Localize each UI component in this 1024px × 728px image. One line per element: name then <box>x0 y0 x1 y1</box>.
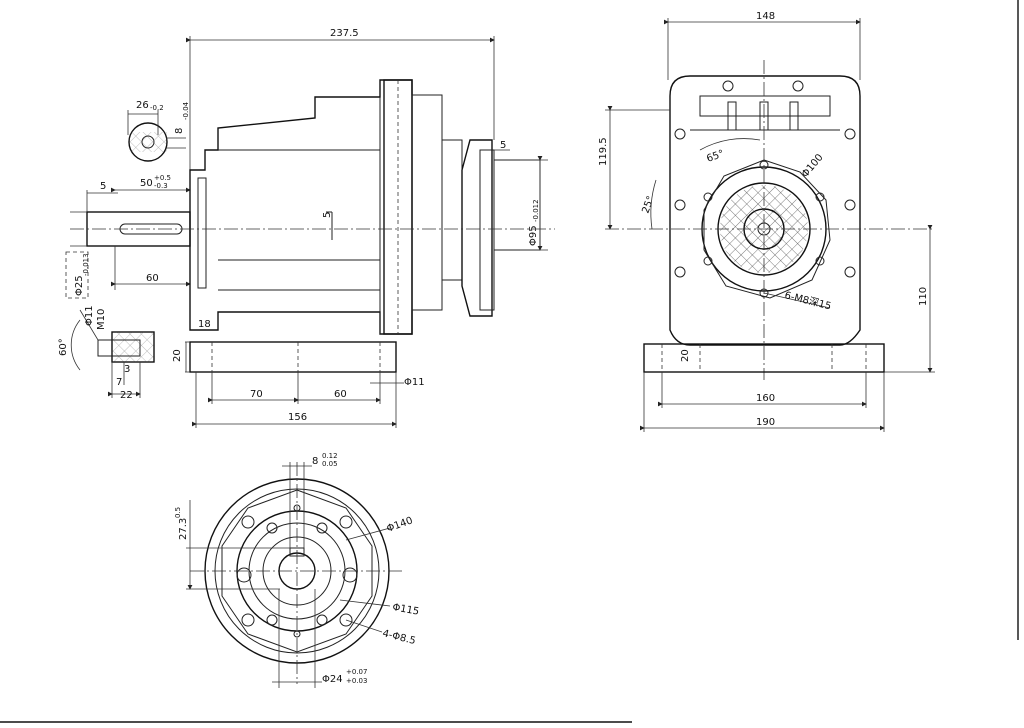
dim-key-width: 26 <box>136 100 149 111</box>
svg-text:+0.5: +0.5 <box>154 174 171 182</box>
dim-flange-key-width: 8 <box>312 456 318 467</box>
dim-shaft-length: 60 <box>146 273 159 284</box>
dim-bolt-holes: 6-M8深15 <box>783 289 832 312</box>
svg-text:+0.07: +0.07 <box>346 668 367 676</box>
dim-foot-spacing-b: 60 <box>334 389 347 400</box>
dim-center-offset: 5 <box>322 212 333 218</box>
svg-text:0.5: 0.5 <box>174 507 182 518</box>
dim-base-length: 156 <box>288 412 307 423</box>
dim-front-height: 119.5 <box>598 137 609 166</box>
svg-text:-0.04: -0.04 <box>182 101 190 120</box>
dim-thread-depth-b: 7 <box>116 377 122 388</box>
dim-thread-depth-c: 22 <box>120 390 133 401</box>
dim-thread-depth-a: 3 <box>124 364 130 375</box>
svg-text:-0.2: -0.2 <box>150 104 164 112</box>
front-view: 148 119.5 110 65° <box>598 11 935 432</box>
svg-text:-0.3: -0.3 <box>154 182 168 190</box>
dim-center-height: 110 <box>918 287 929 306</box>
dim-thread-angle: 60° <box>58 338 69 356</box>
dim-key-depth: 8 <box>174 128 185 134</box>
svg-text:-0.012: -0.012 <box>532 199 540 222</box>
side-view: 237.5 5 50 +0.5 -0.3 60 Φ25 -0.013 <box>65 28 555 428</box>
dim-flange-holes: 4-Φ8.5 <box>381 628 416 647</box>
dim-foot-hole: Φ11 <box>404 377 425 388</box>
dim-key-length: 50 <box>140 178 153 189</box>
dim-step: 18 <box>198 319 211 330</box>
dim-key-offset: 5 <box>100 181 106 192</box>
svg-text:0.12: 0.12 <box>322 452 338 460</box>
dim-inner-pcd: Φ115 <box>391 602 419 618</box>
dim-angle-65: 65° <box>705 148 725 164</box>
dim-flange-key-height: 27.3 <box>178 518 189 540</box>
dim-outer-pcd: Φ140 <box>385 515 414 535</box>
dim-front-base-height: 20 <box>680 349 691 362</box>
dim-angle-25: 25° <box>640 195 656 215</box>
dim-flange-offset: 5 <box>500 140 506 151</box>
dim-overall-length: 237.5 <box>330 28 359 39</box>
dim-thread-drill: Φ11 <box>84 305 95 326</box>
dim-pcd: Φ100 <box>800 152 826 180</box>
thread-detail: 60° Φ11 M10 3 7 22 <box>58 305 155 401</box>
dim-foot-spacing-a: 70 <box>250 389 263 400</box>
svg-text:+0.03: +0.03 <box>346 677 367 685</box>
flange-view: 8 0.12 0.05 27.3 0.5 Φ140 Φ115 4-Φ8.5 Φ2… <box>174 452 420 688</box>
svg-text:0.05: 0.05 <box>322 460 338 468</box>
dim-base-height: 20 <box>172 349 183 362</box>
dim-front-foot-spacing: 160 <box>756 393 775 404</box>
dim-flange-diameter: Φ95 <box>528 225 539 246</box>
dim-thread-size: M10 <box>96 309 107 330</box>
svg-text:-0.013: -0.013 <box>82 253 90 276</box>
dim-bore: Φ24 <box>322 674 343 685</box>
dim-front-base-width: 190 <box>756 417 775 428</box>
dim-front-width: 148 <box>756 11 775 22</box>
key-section: 26 -0.2 8 -0.04 <box>127 100 190 162</box>
dim-shaft-diameter: Φ25 <box>74 275 85 296</box>
